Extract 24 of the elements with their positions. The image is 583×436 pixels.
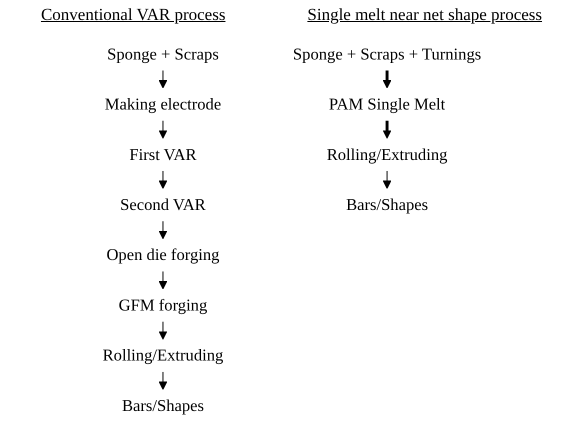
column-heading: Single melt near net shape process xyxy=(307,5,542,25)
node-text: Bars/Shapes xyxy=(346,195,428,214)
column-heading: Conventional VAR process xyxy=(40,5,226,25)
node-text: First VAR xyxy=(128,145,196,164)
arrow xyxy=(158,270,167,290)
node-text: Bars/Shapes xyxy=(122,396,204,415)
arrow xyxy=(158,120,167,139)
arrow xyxy=(158,371,167,390)
arrow xyxy=(158,70,167,88)
arrow xyxy=(382,70,391,88)
node-text: Open die forging xyxy=(106,246,220,264)
node-text: Second VAR xyxy=(120,195,206,214)
node-text: Sponge + Scraps + Turnings xyxy=(292,44,481,64)
node-text: Sponge + Scraps xyxy=(106,44,218,64)
arrow xyxy=(158,321,167,340)
node-text: Making electrode xyxy=(104,94,221,114)
arrow xyxy=(158,220,167,240)
node-text: Rolling/Extruding xyxy=(102,346,223,365)
arrow xyxy=(158,170,167,189)
node-text: PAM Single Melt xyxy=(328,94,445,114)
arrow xyxy=(382,170,391,189)
arrow xyxy=(382,120,391,139)
node-text: GFM forging xyxy=(118,296,207,314)
node-text: Rolling/Extruding xyxy=(326,145,448,164)
